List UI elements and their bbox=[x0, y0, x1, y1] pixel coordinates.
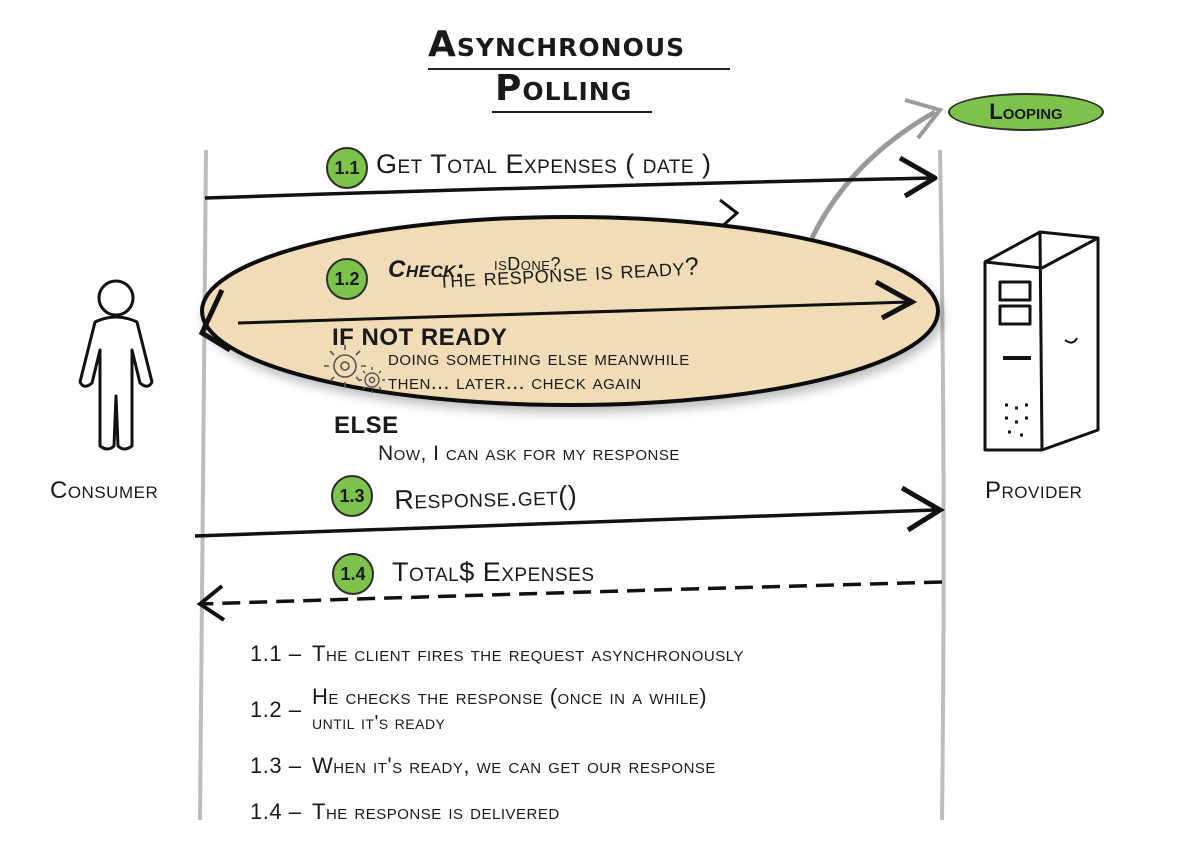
looping-arrow bbox=[809, 109, 937, 240]
arrow-1-4 bbox=[199, 580, 943, 606]
provider-label: Provider bbox=[985, 477, 1083, 504]
legend-num-1-1: 1.1 – bbox=[250, 641, 302, 666]
now-text: Now, I can ask for my response bbox=[378, 442, 680, 465]
arrowhead-1-3 bbox=[900, 485, 945, 533]
legend-text-1-2: He checks the response (once in a while) bbox=[312, 684, 708, 709]
provider-lifeline bbox=[938, 149, 946, 821]
title-line-1: Asynchronous bbox=[428, 24, 686, 65]
legend-num-1-3: 1.3 – bbox=[250, 753, 302, 778]
legend-text-1-2-cont: until it's ready bbox=[312, 712, 446, 734]
consumer-lifeline bbox=[198, 149, 208, 821]
message-1-3: Response.get() bbox=[394, 480, 578, 515]
polling-arrowhead-left bbox=[198, 288, 232, 353]
looping-badge: Looping bbox=[948, 93, 1104, 131]
arrow-1-3 bbox=[194, 508, 936, 538]
check-label: Check: bbox=[388, 256, 465, 283]
gear-small-icon bbox=[359, 367, 385, 393]
consumer-figure bbox=[78, 279, 154, 451]
legend-num-1-4: 1.4 – bbox=[250, 799, 302, 824]
gear-icon bbox=[324, 345, 366, 387]
check-isdone: isDone? bbox=[494, 254, 561, 274]
legend-text-1-4: The response is delivered bbox=[312, 799, 560, 824]
legend-text-1-3: When it's ready, we can get our response bbox=[312, 753, 716, 778]
step-badge-1-4: 1.4 bbox=[332, 553, 374, 595]
step-badge-1-1: 1.1 bbox=[326, 147, 368, 189]
title-line-2: Polling bbox=[495, 68, 633, 109]
else-label: ELSE bbox=[334, 412, 399, 439]
step-badge-1-2: 1.2 bbox=[326, 258, 368, 300]
server-icon bbox=[983, 230, 1100, 452]
looping-arrowhead bbox=[904, 98, 944, 140]
legend-text-1-1: The client fires the request asynchronou… bbox=[312, 641, 744, 666]
arrow-1-2 bbox=[237, 300, 911, 325]
message-1-1: Get Total Expenses ( date ) bbox=[376, 149, 712, 179]
later-text: then... later... check again bbox=[388, 371, 642, 394]
message-1-4: Total$ Expenses bbox=[392, 557, 595, 587]
arrowhead-1-2 bbox=[874, 279, 918, 321]
meanwhile-text: doing something else meanwhile bbox=[388, 347, 690, 370]
if-not-ready-label: IF NOT READY bbox=[332, 324, 508, 351]
step-badge-1-3: 1.3 bbox=[331, 475, 373, 517]
arrow-1-1 bbox=[204, 176, 933, 200]
polling-ellipse bbox=[200, 215, 940, 407]
consumer-label: Consumer bbox=[50, 477, 159, 504]
arrowhead-1-1 bbox=[898, 155, 938, 199]
arrowhead-1-4 bbox=[196, 584, 226, 622]
legend-num-1-2: 1.2 – bbox=[250, 697, 302, 722]
